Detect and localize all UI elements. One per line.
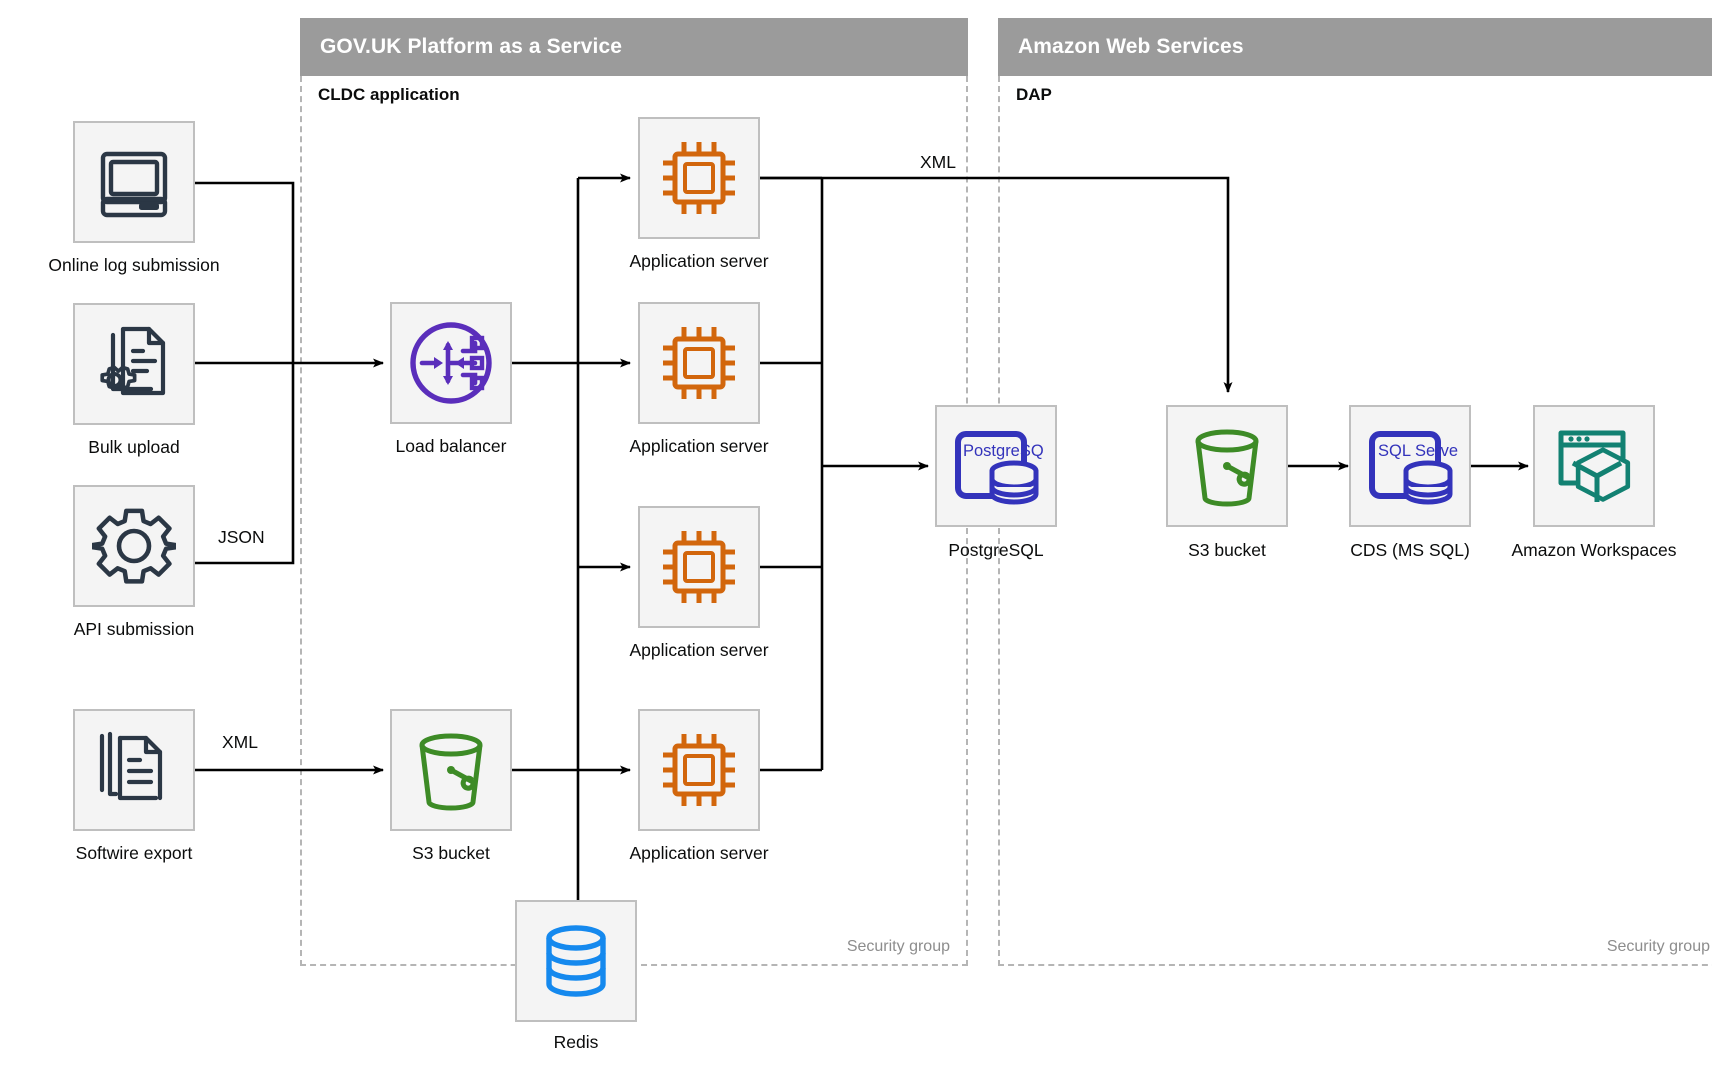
load-balancer-caption: Load balancer <box>395 436 507 456</box>
s3-bucket-aws-tile[interactable] <box>1166 405 1288 527</box>
cpu-chip-icon <box>663 142 735 214</box>
redis-tile[interactable] <box>515 900 637 1022</box>
postgresql-icon: PostgreSQL <box>955 431 1044 505</box>
app-server-4-tile[interactable] <box>638 709 760 831</box>
security-group-label-aws: Security group <box>1606 938 1710 955</box>
app-server-1-tile[interactable] <box>638 117 760 239</box>
s3-bucket-paas-caption: S3 bucket <box>412 843 490 863</box>
api-submission-tile[interactable] <box>73 485 195 607</box>
amazon-workspaces-caption: Amazon Workspaces <box>1511 540 1677 560</box>
amazon-workspaces-tile[interactable] <box>1533 405 1655 527</box>
edge-label-xml-left: XML <box>222 732 258 752</box>
sql-server-icon: SQL Server <box>1369 431 1458 505</box>
load-balancer-tile[interactable] <box>390 302 512 424</box>
softwire-export-caption: Softwire export <box>75 843 193 863</box>
app-server-4-caption: Application server <box>629 843 769 863</box>
cpu-chip-icon <box>663 531 735 603</box>
security-group-label-paas: Security group <box>846 938 950 955</box>
app-server-3-caption: Application server <box>629 640 769 660</box>
cpu-chip-icon <box>663 734 735 806</box>
documents-gear-icon <box>100 326 166 396</box>
api-submission-caption: API submission <box>73 619 195 639</box>
cds-ms-sql-caption: CDS (MS SQL) <box>1350 540 1470 560</box>
group-body-paas <box>300 76 968 966</box>
cpu-chip-icon <box>663 327 735 399</box>
s3-bucket-paas-tile[interactable] <box>390 709 512 831</box>
database-cylinder-icon <box>546 925 606 997</box>
softwire-export-tile[interactable] <box>73 709 195 831</box>
workspaces-cube-icon <box>1558 430 1631 502</box>
edge-label-xml-top: XML <box>920 152 956 172</box>
s3-bucket-aws-caption: S3 bucket <box>1188 540 1266 560</box>
desktop-computer-icon <box>100 151 168 218</box>
group-header-aws-label: Amazon Web Services <box>1018 35 1244 58</box>
app-server-2-caption: Application server <box>629 436 769 456</box>
postgresql-tile[interactable]: PostgreSQL <box>935 405 1057 527</box>
postgresql-badge-text: PostgreSQL <box>963 442 1044 460</box>
bulk-upload-caption: Bulk upload <box>88 437 180 457</box>
redis-caption: Redis <box>553 1032 599 1052</box>
load-balancer-icon <box>410 322 492 404</box>
postgresql-caption: PostgreSQL <box>948 540 1044 560</box>
app-server-1-caption: Application server <box>629 251 769 271</box>
online-log-submission-tile[interactable] <box>73 121 195 243</box>
app-server-2-tile[interactable] <box>638 302 760 424</box>
group-header-aws: Amazon Web Services <box>998 18 1712 76</box>
stacked-documents-icon <box>99 731 163 801</box>
sql-server-badge-text: SQL Server <box>1378 442 1458 460</box>
group-subtitle-cldc-application: CLDC application <box>318 85 460 104</box>
online-log-submission-caption: Online log submission <box>48 255 220 275</box>
bulk-upload-tile[interactable] <box>73 303 195 425</box>
group-header-paas-label: GOV.UK Platform as a Service <box>320 35 622 58</box>
bucket-icon <box>419 733 483 811</box>
bucket-icon <box>1195 429 1259 507</box>
gear-icon <box>92 508 176 584</box>
group-subtitle-dap: DAP <box>1016 85 1052 104</box>
edge-label-json: JSON <box>218 527 265 547</box>
app-server-3-tile[interactable] <box>638 506 760 628</box>
group-header-paas: GOV.UK Platform as a Service <box>300 18 968 76</box>
cds-ms-sql-tile[interactable]: SQL Server <box>1349 405 1471 527</box>
